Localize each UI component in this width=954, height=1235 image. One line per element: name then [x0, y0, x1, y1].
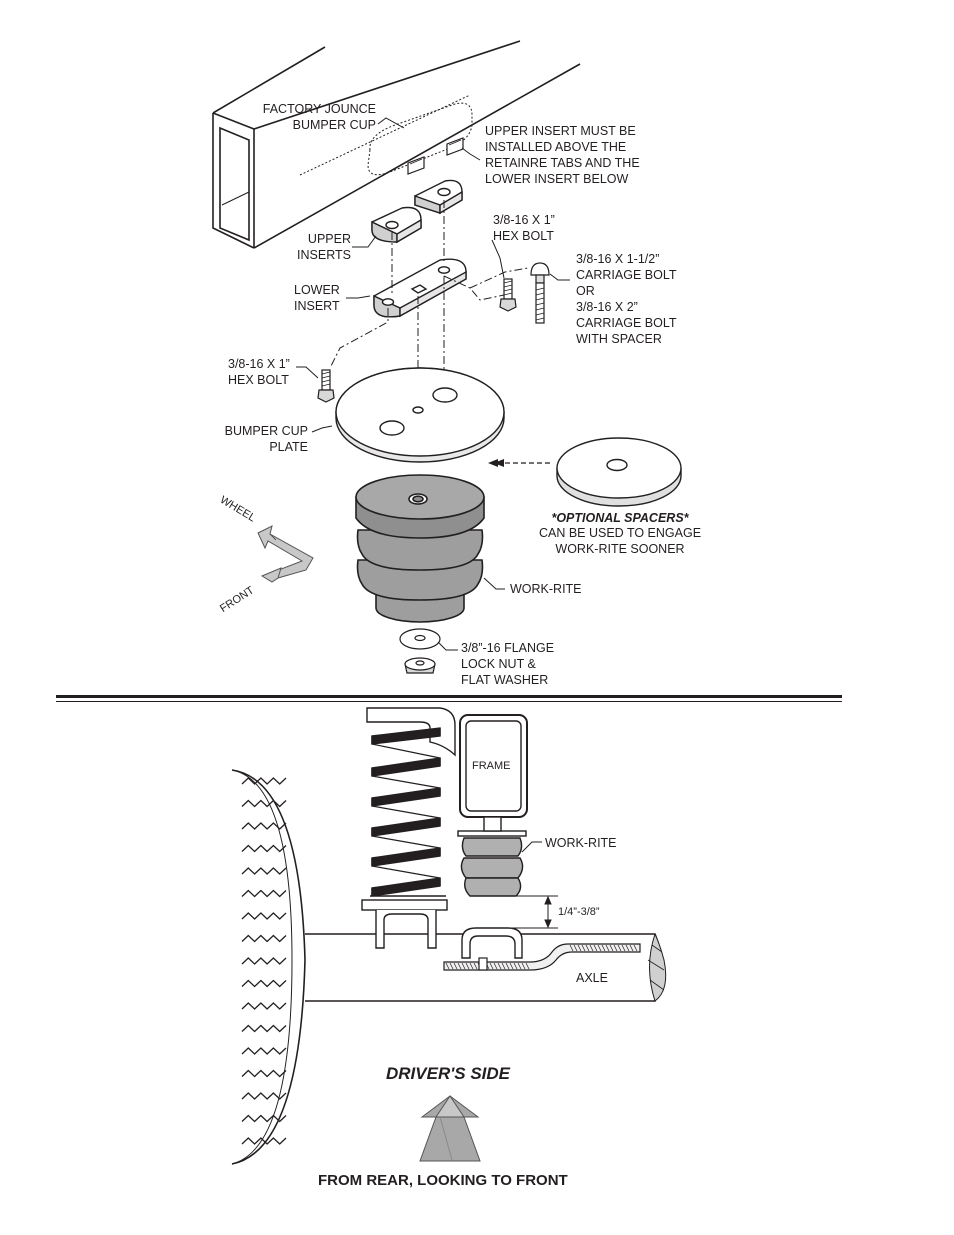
work-rite-mounted [457, 816, 527, 897]
tread-zigzag [241, 934, 287, 943]
leader-lines-bottom [521, 841, 542, 853]
section-divider [56, 695, 842, 698]
tread-zigzag [241, 889, 287, 898]
axle-pad [461, 927, 523, 959]
flange-nut-label: 3/8”-16 FLANGE LOCK NUT & FLAT WASHER [461, 641, 555, 687]
frame-rail-section [459, 714, 528, 818]
tread-zigzag [241, 1092, 287, 1100]
lower-insert [373, 258, 467, 318]
tread-zigzag [241, 1047, 287, 1055]
flange-nut-washer [399, 628, 441, 674]
forward-arrow-icon [419, 1095, 481, 1162]
work-rite-bumper [355, 474, 485, 623]
work-rite-label-bottom: WORK-RITE [545, 836, 617, 850]
upper-insert-note: UPPER INSERT MUST BE INSTALLED ABOVE THE… [485, 124, 640, 186]
frame-rail [212, 40, 581, 249]
tread-zigzag [241, 979, 287, 988]
section-divider-thin [56, 701, 842, 702]
tread-zigzag [241, 799, 287, 808]
optional-spacers-title: *OPTIONAL SPACERS* [551, 511, 689, 525]
spacer-arrow [488, 459, 553, 467]
hex-bolt-right [499, 278, 517, 312]
tread-zigzag [241, 844, 287, 853]
upper-insert-left [371, 206, 422, 244]
drivers-side-label: DRIVER'S SIDE [386, 1064, 511, 1083]
carriage-bolt [530, 262, 550, 324]
alignment-lines [329, 200, 529, 405]
hex-bolt-right-label: 3/8-16 X 1”HEX BOLT [493, 213, 555, 243]
gap-dimension [505, 895, 558, 929]
tread-zigzag [241, 1114, 287, 1123]
view-caption: FROM REAR, LOOKING TO FRONT [318, 1172, 568, 1189]
tread-zigzag [241, 1137, 287, 1145]
coil-spring [361, 707, 456, 949]
spring-perch [443, 943, 641, 971]
axle [305, 933, 667, 1002]
leader-lines-top [296, 117, 570, 651]
tread-zigzag [241, 1002, 287, 1010]
jounce-bumper-cup [367, 102, 473, 176]
work-rite-label-top: WORK-RITE [510, 582, 582, 596]
tire [231, 769, 306, 1165]
tread-zigzag [241, 1024, 287, 1033]
gap-label: 1/4”-3/8” [558, 906, 600, 918]
axle-label: AXLE [576, 971, 608, 985]
bumper-cup-plate [335, 367, 505, 463]
tread-zigzag [241, 1069, 287, 1078]
tread-zigzag [241, 822, 287, 830]
carriage-bolt-label: 3/8-16 X 1-1/2” CARRIAGE BOLT OR 3/8-16 … [576, 252, 677, 346]
hex-bolt-left [317, 369, 335, 403]
tread-zigzag [241, 912, 287, 920]
retainer-tabs [407, 137, 464, 175]
tread-zigzag [241, 957, 287, 965]
tread-zigzag [241, 777, 287, 785]
tread-zigzag [241, 867, 287, 875]
upper-insert-right [414, 179, 463, 215]
hex-bolt-left-label: 3/8-16 X 1”HEX BOLT [228, 357, 290, 387]
direction-arrow-icon [257, 525, 314, 583]
optional-spacer [556, 437, 682, 507]
frame-label: FRAME [472, 760, 511, 772]
